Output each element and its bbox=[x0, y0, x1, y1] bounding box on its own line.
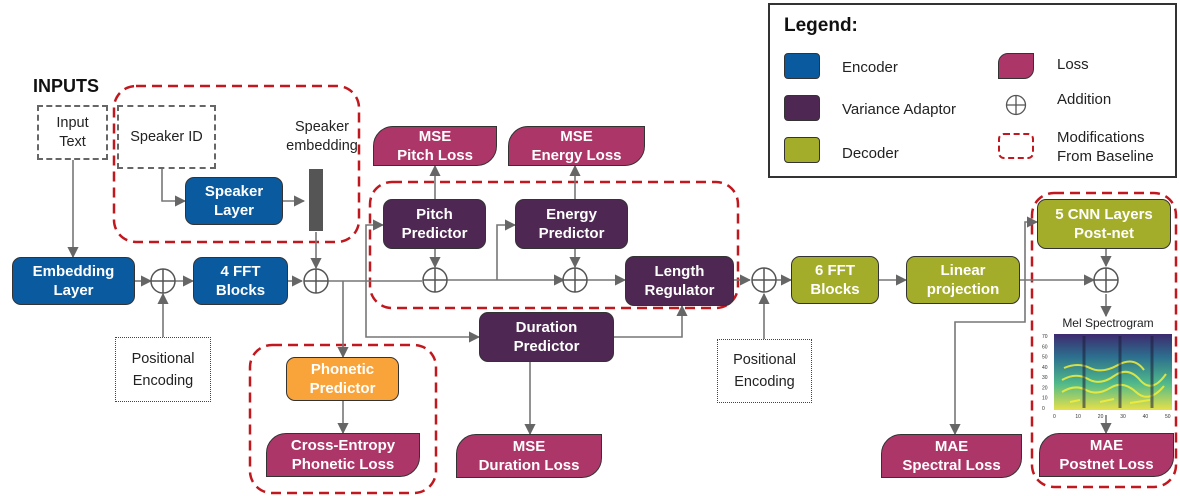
legend-swatch-encoder bbox=[784, 53, 820, 79]
speaker-embedding-label: Speaker embedding bbox=[286, 119, 358, 154]
mel-x-tick: 10 bbox=[1075, 414, 1081, 420]
positional-encoding-1: Positional Encoding bbox=[115, 337, 211, 402]
wire-to-energy bbox=[496, 219, 517, 280]
add-node-4 bbox=[1093, 267, 1119, 293]
legend-label-addition: Addition bbox=[1057, 91, 1112, 108]
wire-speakerid-speakerlayer bbox=[161, 169, 187, 207]
legend-label-variance: Variance Adaptor bbox=[842, 101, 956, 118]
duration-loss: MSE Duration Loss bbox=[456, 434, 602, 478]
mel-y-tick: 50 bbox=[1042, 355, 1048, 361]
pitch-predictor-block: Pitch Predictor bbox=[383, 199, 486, 249]
spectral-loss: MAE Spectral Loss bbox=[881, 434, 1022, 478]
legend-label-encoder: Encoder bbox=[842, 59, 898, 76]
mel-spectrogram: Mel Spectrogram 70 60 50 40 30 20 10 0 0 10 20 30 4… bbox=[1040, 316, 1176, 422]
mel-y-tick: 10 bbox=[1042, 396, 1048, 402]
mel-y-tick: 70 bbox=[1042, 334, 1048, 340]
mel-y-tick: 40 bbox=[1042, 365, 1048, 371]
fft4-block: 4 FFT Blocks bbox=[193, 257, 288, 305]
postnet-block: 5 CNN Layers Post-net bbox=[1037, 199, 1171, 249]
speaker-mod-region bbox=[112, 84, 361, 244]
legend: Legend: Encoder Variance Adaptor Decoder… bbox=[768, 3, 1177, 178]
wire-linear-spectral bbox=[949, 280, 1026, 436]
linear-projection-block: Linear projection bbox=[906, 256, 1020, 304]
addition-nodes bbox=[150, 267, 1119, 294]
add-node-3 bbox=[751, 267, 777, 293]
mel-spectrogram-title: Mel Spectrogram bbox=[1062, 316, 1154, 330]
add-node-energy bbox=[562, 267, 588, 293]
variance-mod-region bbox=[368, 180, 740, 310]
postnet-mod-region bbox=[1030, 191, 1178, 489]
energy-predictor-block: Energy Predictor bbox=[515, 199, 628, 249]
speaker-layer-block: Speaker Layer bbox=[185, 177, 283, 225]
phonetic-predictor-block: Phonetic Predictor bbox=[286, 357, 399, 401]
energy-loss: MSE Energy Loss bbox=[508, 126, 645, 166]
phonetic-loss: Cross-Entropy Phonetic Loss bbox=[266, 433, 420, 477]
mel-y-tick: 20 bbox=[1042, 385, 1048, 391]
embedding-layer-block: Embedding Layer bbox=[12, 257, 135, 305]
duration-predictor-block: Duration Predictor bbox=[479, 312, 614, 362]
mel-x-tick: 30 bbox=[1120, 414, 1126, 420]
postnet-loss: MAE Postnet Loss bbox=[1039, 433, 1174, 477]
connectors bbox=[67, 160, 1112, 436]
wire-linear-postnet bbox=[1024, 216, 1039, 280]
mel-y-tick: 0 bbox=[1042, 406, 1045, 412]
legend-title: Legend: bbox=[784, 15, 858, 36]
fft6-block: 6 FFT Blocks bbox=[791, 256, 879, 304]
legend-label-loss: Loss bbox=[1057, 56, 1089, 73]
wire-to-pitch bbox=[365, 219, 385, 281]
mel-x-tick: 0 bbox=[1053, 414, 1056, 420]
mel-x-tick: 40 bbox=[1143, 414, 1149, 420]
add-node-pitch bbox=[422, 267, 448, 293]
length-regulator-block: Length Regulator bbox=[625, 256, 734, 306]
legend-label-modification: Modifications From Baseline bbox=[1057, 129, 1154, 165]
wire-to-duration bbox=[365, 281, 481, 343]
mel-y-tick: 30 bbox=[1042, 375, 1048, 381]
wire-duration-length bbox=[614, 304, 688, 338]
positional-encoding-2: Positional Encoding bbox=[717, 339, 812, 403]
pitch-loss: MSE Pitch Loss bbox=[373, 126, 497, 166]
speaker-embedding-bar bbox=[309, 169, 323, 231]
addition-icon bbox=[1005, 94, 1027, 116]
legend-swatch-decoder bbox=[784, 137, 820, 163]
mel-x-tick: 20 bbox=[1098, 414, 1104, 420]
mel-spectrogram-plot: 70 60 50 40 30 20 10 0 0 10 20 30 40 50 bbox=[1042, 334, 1172, 420]
add-node-1 bbox=[150, 268, 176, 294]
input-text-box: Input Text bbox=[37, 105, 108, 160]
inputs-title: INPUTS bbox=[33, 76, 100, 96]
add-node-2 bbox=[303, 268, 329, 294]
legend-swatch-modification bbox=[998, 133, 1034, 159]
legend-swatch-variance bbox=[784, 95, 820, 121]
mel-y-tick: 60 bbox=[1042, 344, 1048, 350]
mel-x-tick: 50 bbox=[1165, 414, 1171, 420]
legend-label-decoder: Decoder bbox=[842, 145, 899, 162]
speaker-id-box: Speaker ID bbox=[117, 105, 216, 169]
legend-swatch-loss bbox=[998, 53, 1034, 79]
